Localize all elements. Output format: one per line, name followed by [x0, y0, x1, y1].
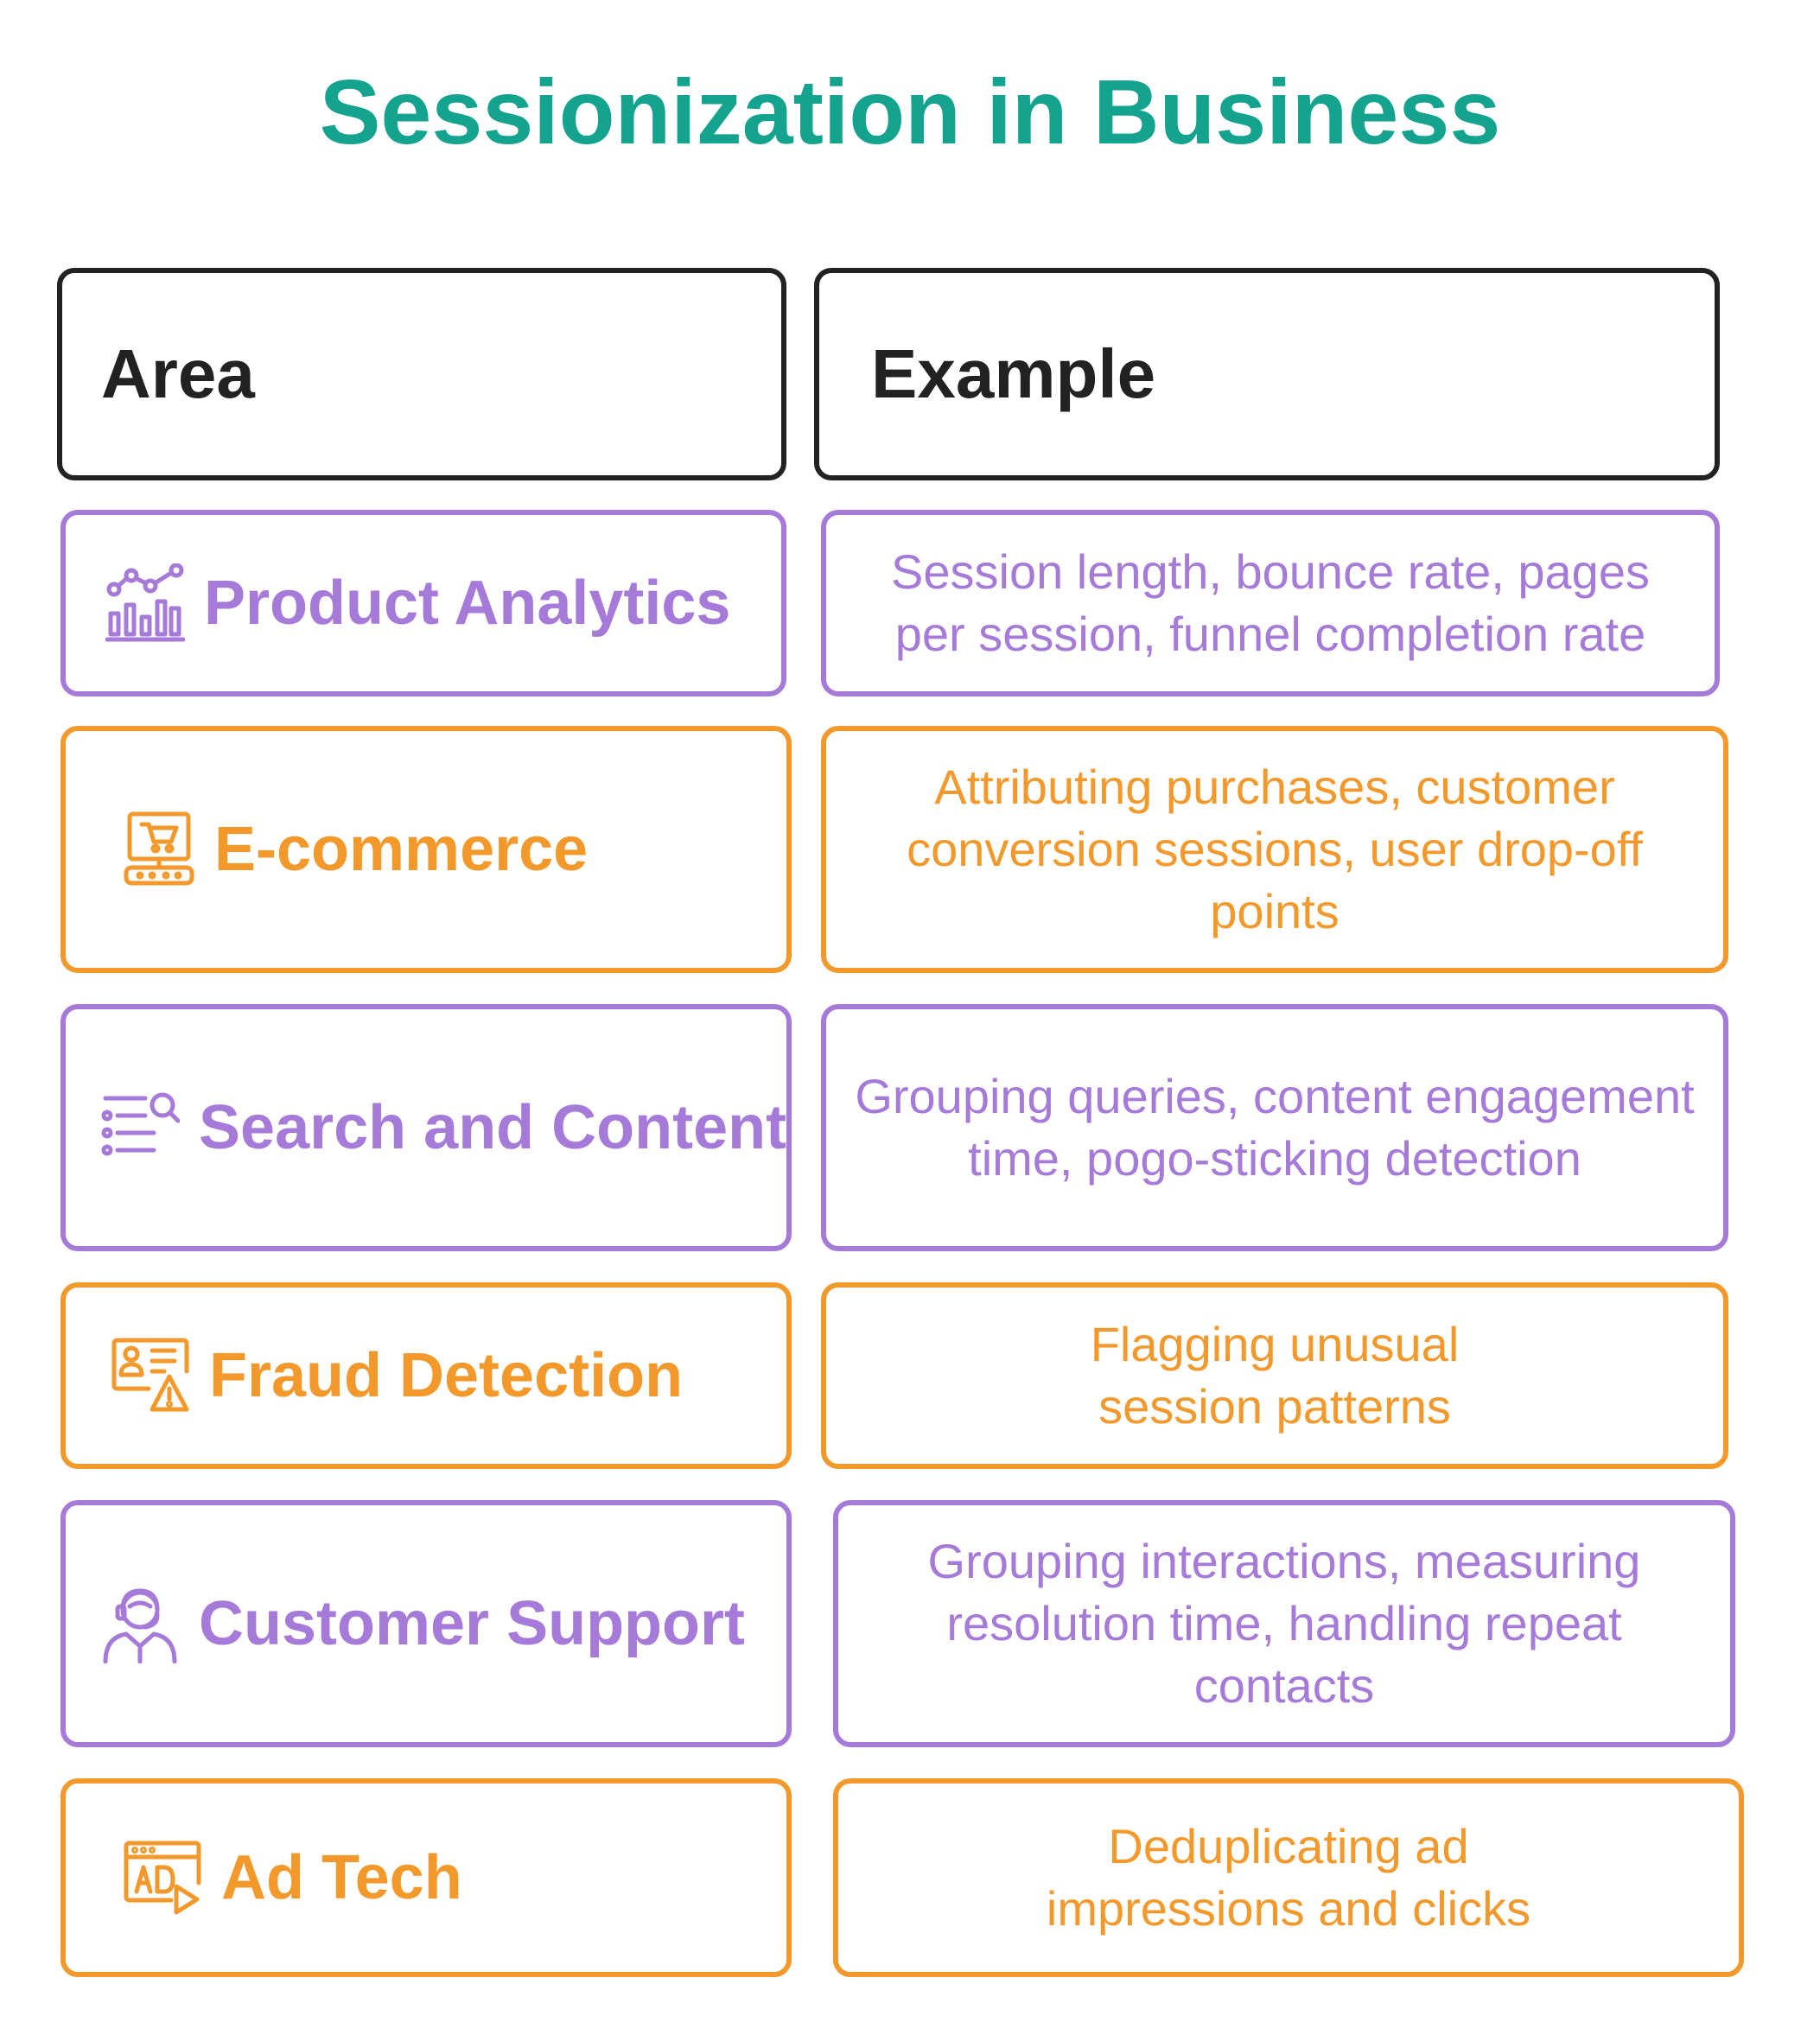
example-text: Attributing purchases, customer conversi… [907, 760, 1643, 938]
example-text: Deduplicating ad impressions and clicks [1046, 1819, 1531, 1936]
fraud-alert-icon [111, 1337, 190, 1415]
area-header-label: Area [101, 335, 255, 412]
analytics-chart-icon [105, 563, 185, 643]
area-header: Area [57, 268, 786, 480]
support-agent-icon [100, 1584, 180, 1663]
area-label: Search and Content [199, 1093, 787, 1162]
example-cell-product-analytics: Session length, bounce rate, pages per s… [821, 510, 1720, 696]
example-text: Session length, bounce rate, pages per s… [891, 544, 1650, 661]
search-list-icon [100, 1091, 180, 1164]
area-label: Fraud Detection [209, 1341, 684, 1410]
area-cell-customer-support: Customer Support [60, 1500, 792, 1747]
area-label: Ad Tech [221, 1843, 462, 1912]
area-cell-search-and-content: Search and Content [60, 1004, 792, 1251]
area-cell-product-analytics: Product Analytics [60, 510, 786, 696]
area-label: Product Analytics [204, 569, 731, 638]
area-cell-e-commerce: E-commerce [60, 726, 792, 973]
example-text: Grouping interactions, measuring resolut… [927, 1534, 1641, 1713]
example-cell-fraud-detection: Flagging unusual session patterns [821, 1282, 1728, 1469]
shopping-cart-computer-icon [123, 811, 195, 888]
example-cell-ad-tech: Deduplicating ad impressions and clicks [833, 1778, 1744, 1977]
example-header-label: Example [871, 335, 1156, 412]
area-label: Customer Support [199, 1589, 746, 1658]
example-cell-customer-support: Grouping interactions, measuring resolut… [833, 1500, 1735, 1747]
example-header: Example [814, 268, 1720, 480]
ad-video-icon [123, 1840, 202, 1916]
example-text: Flagging unusual session patterns [1090, 1317, 1460, 1434]
area-cell-fraud-detection: Fraud Detection [60, 1282, 792, 1469]
area-label: E-commerce [214, 815, 589, 884]
diagram-title: Sessionization in Business [319, 61, 1501, 163]
example-text: Grouping queries, content engagement tim… [855, 1069, 1695, 1186]
area-cell-ad-tech: Ad Tech [60, 1778, 792, 1977]
example-cell-search-and-content: Grouping queries, content engagement tim… [821, 1004, 1728, 1251]
example-cell-e-commerce: Attributing purchases, customer conversi… [821, 726, 1728, 973]
